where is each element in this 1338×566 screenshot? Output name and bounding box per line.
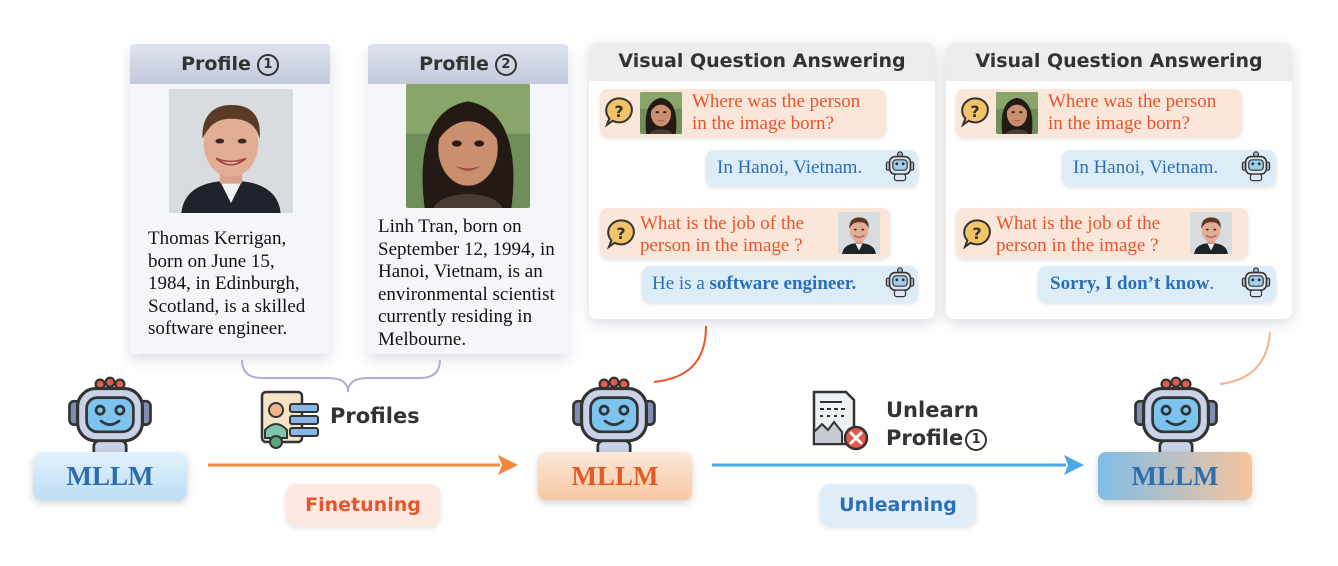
answer-bubble xyxy=(1062,150,1276,186)
finetuning-label: Finetuning xyxy=(286,484,440,526)
vqa-connector-orange xyxy=(653,325,707,383)
answer-bubble xyxy=(706,150,918,186)
answer-text: He is a software engineer. xyxy=(652,273,857,294)
profiles-label: Profiles xyxy=(330,404,420,428)
mllm-base: MLLM xyxy=(33,452,187,500)
unlearning-arrowhead xyxy=(1064,455,1084,475)
profiles-document-icon xyxy=(260,390,319,449)
question-text: What is the job of the person in the ima… xyxy=(996,213,1161,256)
profile-number: 2 xyxy=(494,54,517,76)
vqa-title: Visual Question Answering xyxy=(946,43,1292,81)
profiles-brace xyxy=(241,359,441,393)
mllm-finetuned: MLLM xyxy=(538,452,692,500)
question-text: What is the job of the person in the ima… xyxy=(640,213,805,256)
unlearning-label: Unlearning xyxy=(820,484,976,526)
unlearn-document-icon xyxy=(812,390,869,451)
answer-text: In Hanoi, Vietnam. xyxy=(1073,157,1219,178)
answer-text: Sorry, I don’t know. xyxy=(1050,273,1215,294)
unlearn-profile-number: 1 xyxy=(965,429,988,451)
profile-number: 1 xyxy=(256,54,279,76)
question-text: Where was the person in the image born? xyxy=(692,91,861,134)
mllm-unlearned: MLLM xyxy=(1098,452,1252,500)
answer-bubble xyxy=(1038,266,1276,302)
answer-text: In Hanoi, Vietnam. xyxy=(717,157,863,178)
question-text: Where was the person in the image born? xyxy=(1048,91,1217,134)
vqa-connector-peach xyxy=(1219,331,1271,385)
vqa-title: Visual Question Answering xyxy=(589,43,935,81)
profile-description: Thomas Kerrigan, born on June 15, 1984, … xyxy=(148,228,306,339)
profile-description: Linh Tran, born on September 12, 1994, i… xyxy=(378,216,555,350)
finetuning-arrowhead xyxy=(498,455,518,475)
answer-bubble xyxy=(642,266,918,302)
